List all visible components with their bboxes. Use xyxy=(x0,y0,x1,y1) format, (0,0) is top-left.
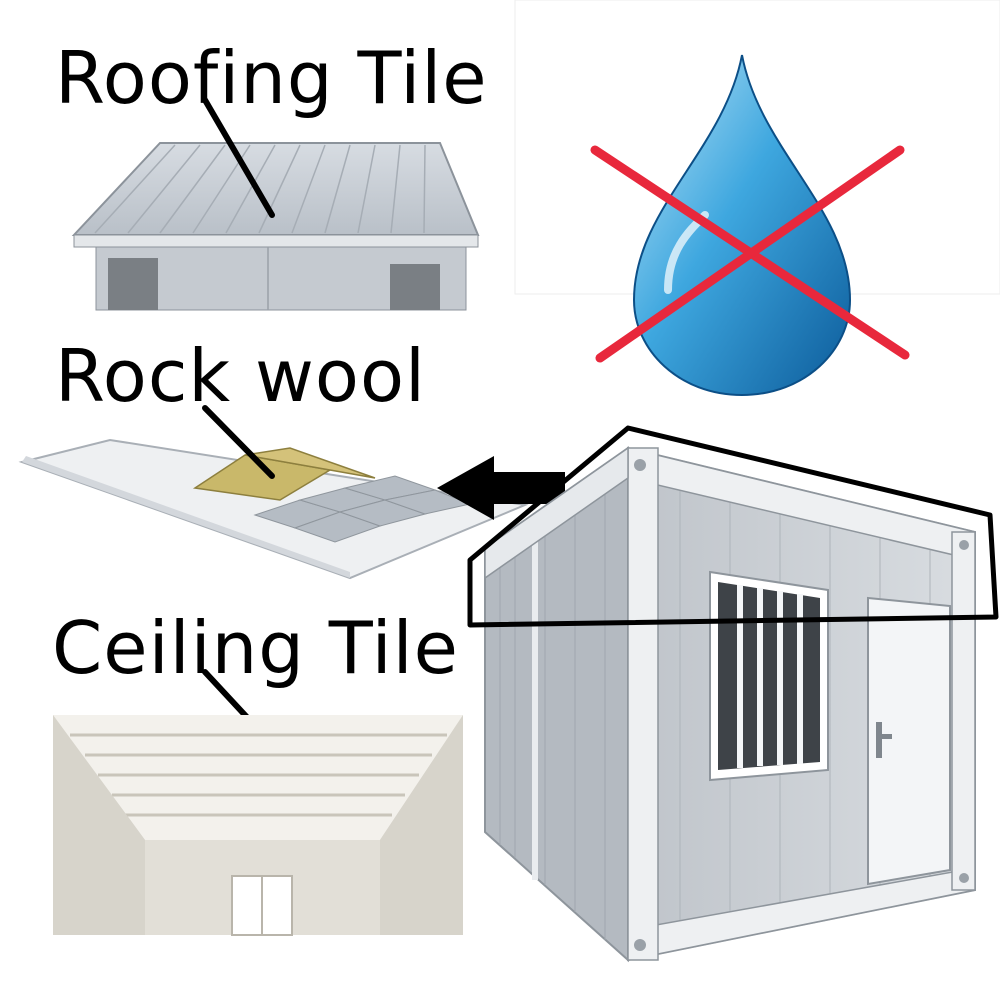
ceiling-tile-photo xyxy=(53,715,463,936)
rock-wool-photo xyxy=(18,438,529,580)
roofing-pointer-line xyxy=(202,97,275,218)
arrow-left-icon xyxy=(437,456,565,520)
roofing-tile-label: Roofing Tile xyxy=(55,36,488,120)
roof-highlight-outline xyxy=(467,425,999,628)
rock-wool-pointer-line xyxy=(202,405,275,479)
rock-wool-label: Rock wool xyxy=(55,334,427,418)
ceiling-tile-label: Ceiling Tile xyxy=(52,606,459,690)
cross-out-icon xyxy=(590,145,910,363)
roofing-tile-photo xyxy=(71,142,480,311)
container-house-photo xyxy=(484,446,976,963)
